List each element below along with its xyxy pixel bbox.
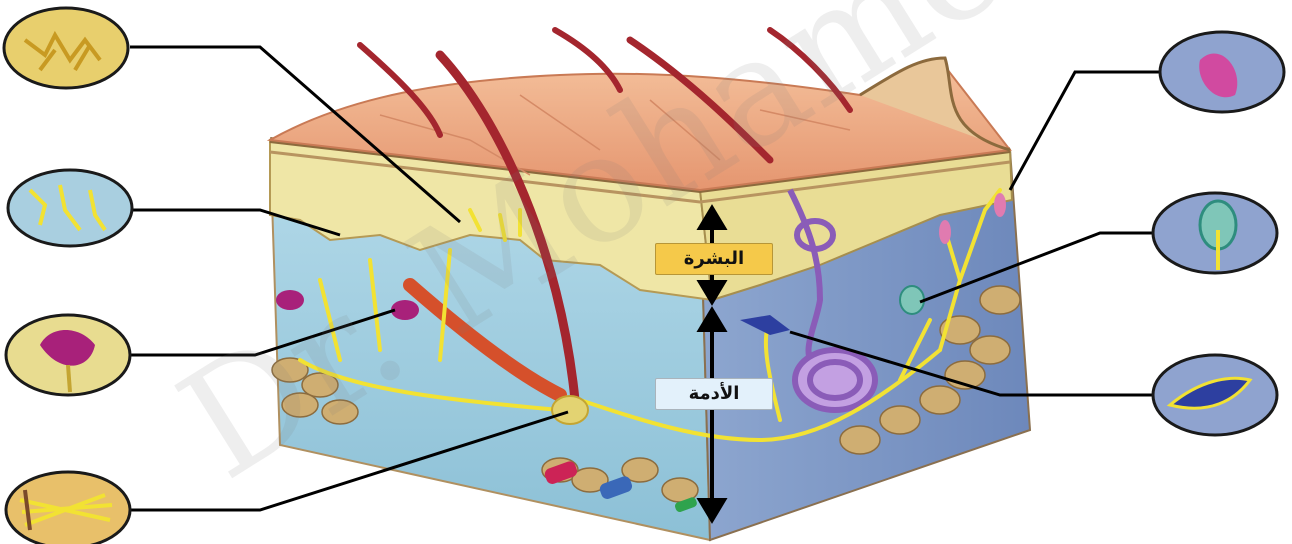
meissner-in-skin: [276, 290, 304, 310]
epidermis-label: البشرة: [655, 243, 773, 275]
pacinian-in-skin: [552, 396, 588, 424]
krause-in-skin: [900, 286, 924, 314]
callout-merkel-disc: [1153, 355, 1277, 435]
callout-krause-bulb: [1153, 193, 1277, 273]
callout-meissner-corpuscle: [6, 315, 130, 395]
dermis-label: الأدمة: [655, 378, 773, 410]
callout-free-nerve-endings-top: [4, 8, 128, 88]
callout-free-nerve-endings: [8, 170, 132, 246]
callout-ruffini-ending: [1160, 32, 1284, 112]
ruffini-in-skin: [994, 193, 1006, 217]
callout-pacinian-corpuscle: [6, 472, 130, 544]
